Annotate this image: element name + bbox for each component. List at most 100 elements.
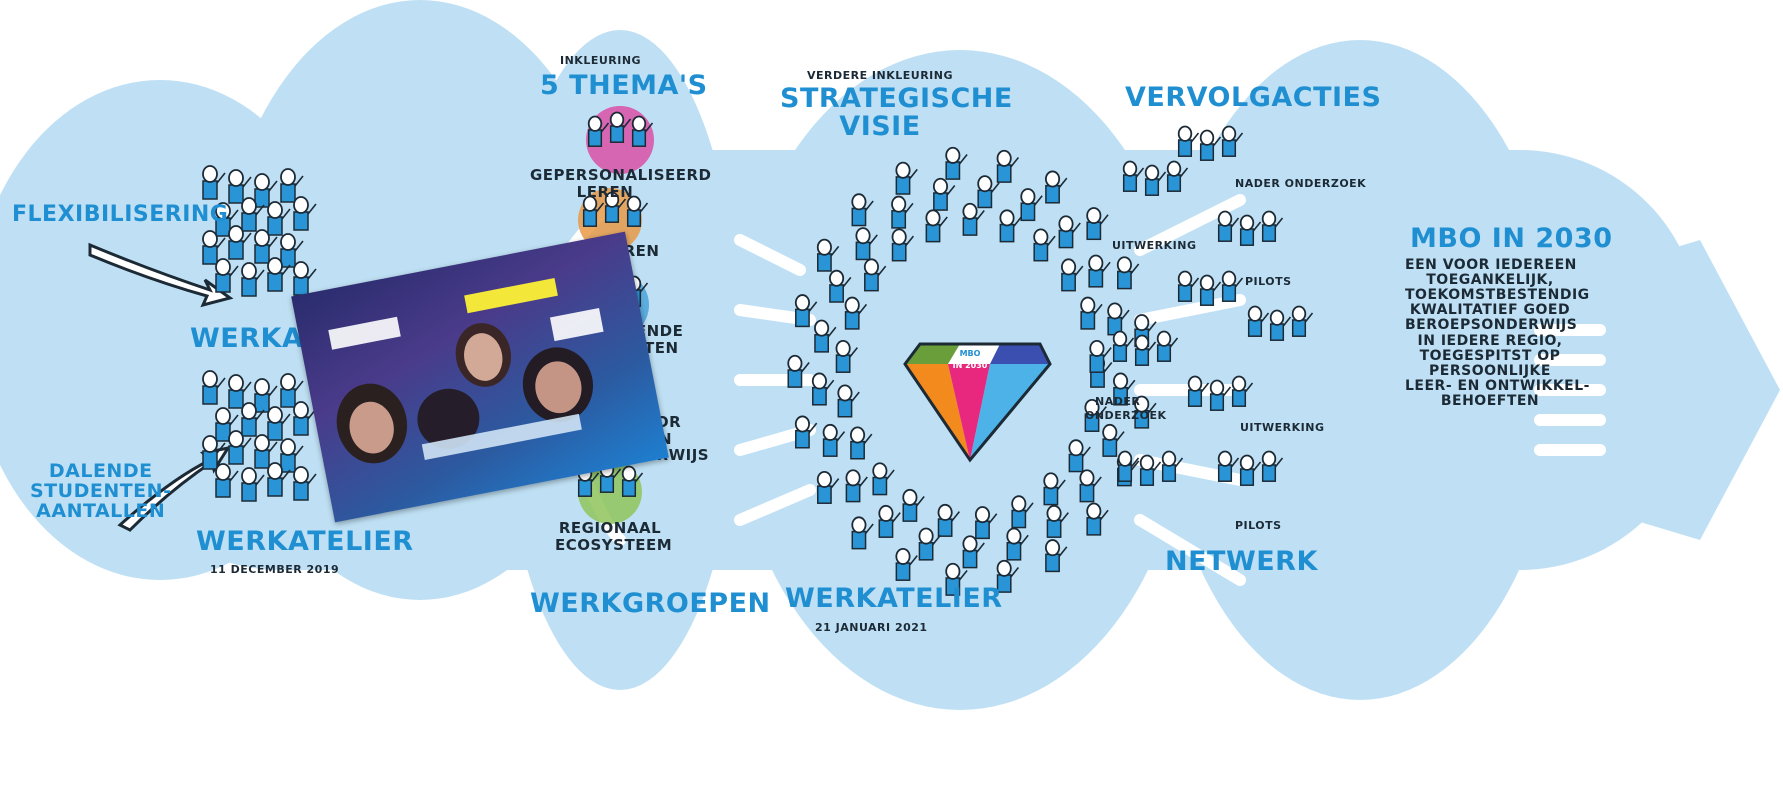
person-figure <box>996 559 1020 593</box>
person-figure <box>1217 210 1240 242</box>
werkatelier-2-title: WERKATELIER <box>785 583 1003 614</box>
mbo2030-line: BEHOEFTEN <box>1440 392 1540 409</box>
person-figure <box>1011 495 1034 529</box>
person-figure <box>1116 256 1140 290</box>
person-figure <box>254 173 278 208</box>
vervolg-label-0: NADER ONDERZOEK <box>1235 177 1367 190</box>
person-figure <box>837 384 860 418</box>
person-figure <box>1187 375 1210 407</box>
person-figure <box>974 506 998 540</box>
person-figure <box>280 233 304 268</box>
photo-sign <box>464 277 558 314</box>
person-figure <box>228 225 252 260</box>
werkgroepen-title: WERKGROEPEN <box>530 588 771 619</box>
mbo2030-line: EEN VOOR IEDEREEN <box>1405 257 1577 273</box>
person-figure <box>945 146 968 180</box>
person-figure <box>202 230 226 265</box>
vervolg-label-2: PILOTS <box>1245 275 1292 288</box>
person-figure <box>241 402 265 437</box>
mbo2030-line: BEROEPSONDERWIJS <box>1405 317 1578 334</box>
mbo2030-title: MBO IN 2030 <box>1410 223 1613 254</box>
diamond-outline <box>903 342 1052 463</box>
person-figure <box>1177 125 1200 157</box>
person-figure <box>945 562 968 596</box>
person-figure <box>1261 450 1284 482</box>
person-figure <box>215 202 239 237</box>
person-figure <box>814 319 837 353</box>
person-figure <box>829 269 852 303</box>
person-figure <box>816 238 840 272</box>
person-figure <box>1161 450 1184 482</box>
person-figure <box>855 227 878 261</box>
dalende-line-1: DALENDE <box>48 460 153 482</box>
vervolg-label-5: UITWERKING <box>1240 421 1325 434</box>
visie-kicker: VERDERE INKLEURING <box>806 69 954 82</box>
diamond: MBO IN 2030 <box>903 342 1052 463</box>
person-figure <box>1217 450 1240 482</box>
person-figure <box>1046 504 1069 538</box>
person-figure <box>844 296 868 330</box>
person-figure <box>241 262 265 297</box>
person-figure <box>1088 254 1111 288</box>
diamond-facet-center <box>948 344 1000 364</box>
person-figure <box>1231 375 1254 407</box>
person-figure <box>1068 439 1091 473</box>
person-figure <box>1239 454 1262 486</box>
person-figure <box>863 258 887 292</box>
arrow <box>1134 294 1246 326</box>
person-figure <box>1044 170 1068 204</box>
person-figure <box>999 209 1022 243</box>
person-figure <box>835 339 858 373</box>
person-figure <box>891 228 915 262</box>
person-figure <box>1166 160 1189 192</box>
person-figure <box>604 191 627 223</box>
person-figure <box>267 257 291 292</box>
arrow <box>734 234 806 276</box>
person-figure <box>1134 334 1157 366</box>
person-figure <box>1261 210 1284 242</box>
person-figure <box>241 197 265 232</box>
dalende-line-3: AANTALLEN <box>36 499 166 522</box>
theme-4-line-0: REGIONAAL <box>558 519 662 537</box>
vervolgacties-title: VERVOLGACTIES <box>1125 82 1382 113</box>
diamond-text-1: MBO <box>960 349 981 358</box>
person-figure <box>1043 472 1066 506</box>
person-figure <box>293 196 317 231</box>
person-figure <box>254 378 278 413</box>
person-figure <box>280 168 304 203</box>
person-figure <box>1269 309 1292 341</box>
person-figure <box>891 195 914 229</box>
input-arrows <box>88 242 234 532</box>
person-figure <box>1156 330 1179 362</box>
dalende-line-2: STUDENTEN- <box>30 479 172 502</box>
person-figure <box>1221 270 1244 302</box>
arrow <box>1134 194 1246 256</box>
visie-title-line-0: STRATEGISCHE <box>780 83 1013 114</box>
person-figure <box>1199 129 1222 161</box>
werkatelier-1-title: WERKATELIER <box>196 526 414 557</box>
arrow-flexibilisering <box>88 242 234 308</box>
person-figure <box>822 423 846 457</box>
arrow <box>1134 514 1246 586</box>
netwerk-title: NETWERK <box>1165 546 1318 577</box>
mbo2030-line: LEER- EN ONTWIKKEL- <box>1405 377 1590 394</box>
diamond-facet-pink <box>948 364 990 460</box>
vervolg-label-1: UITWERKING <box>1112 239 1197 252</box>
person-figure <box>267 201 291 236</box>
person-figure <box>1086 207 1109 241</box>
werkatelier-1-date: 11 DECEMBER 2019 <box>210 563 340 576</box>
vervolg-label-6: PILOTS <box>1235 519 1282 532</box>
person-figure <box>1061 258 1084 292</box>
mbo2030-line: KWALITATIEF GOED <box>1409 302 1571 319</box>
person-figure <box>851 516 874 550</box>
theme-4-line-1: ECOSYSTEEM <box>555 535 673 554</box>
person-figure <box>621 465 644 497</box>
person-figure <box>1084 398 1107 432</box>
person-figure <box>932 177 956 211</box>
people-groups <box>202 111 1314 596</box>
vervolg-label-3: NADER <box>1095 395 1141 408</box>
person-figure <box>280 373 304 408</box>
person-figure <box>1122 160 1145 192</box>
person-figure <box>1221 125 1244 157</box>
blob-arrowhead <box>1500 240 1780 540</box>
